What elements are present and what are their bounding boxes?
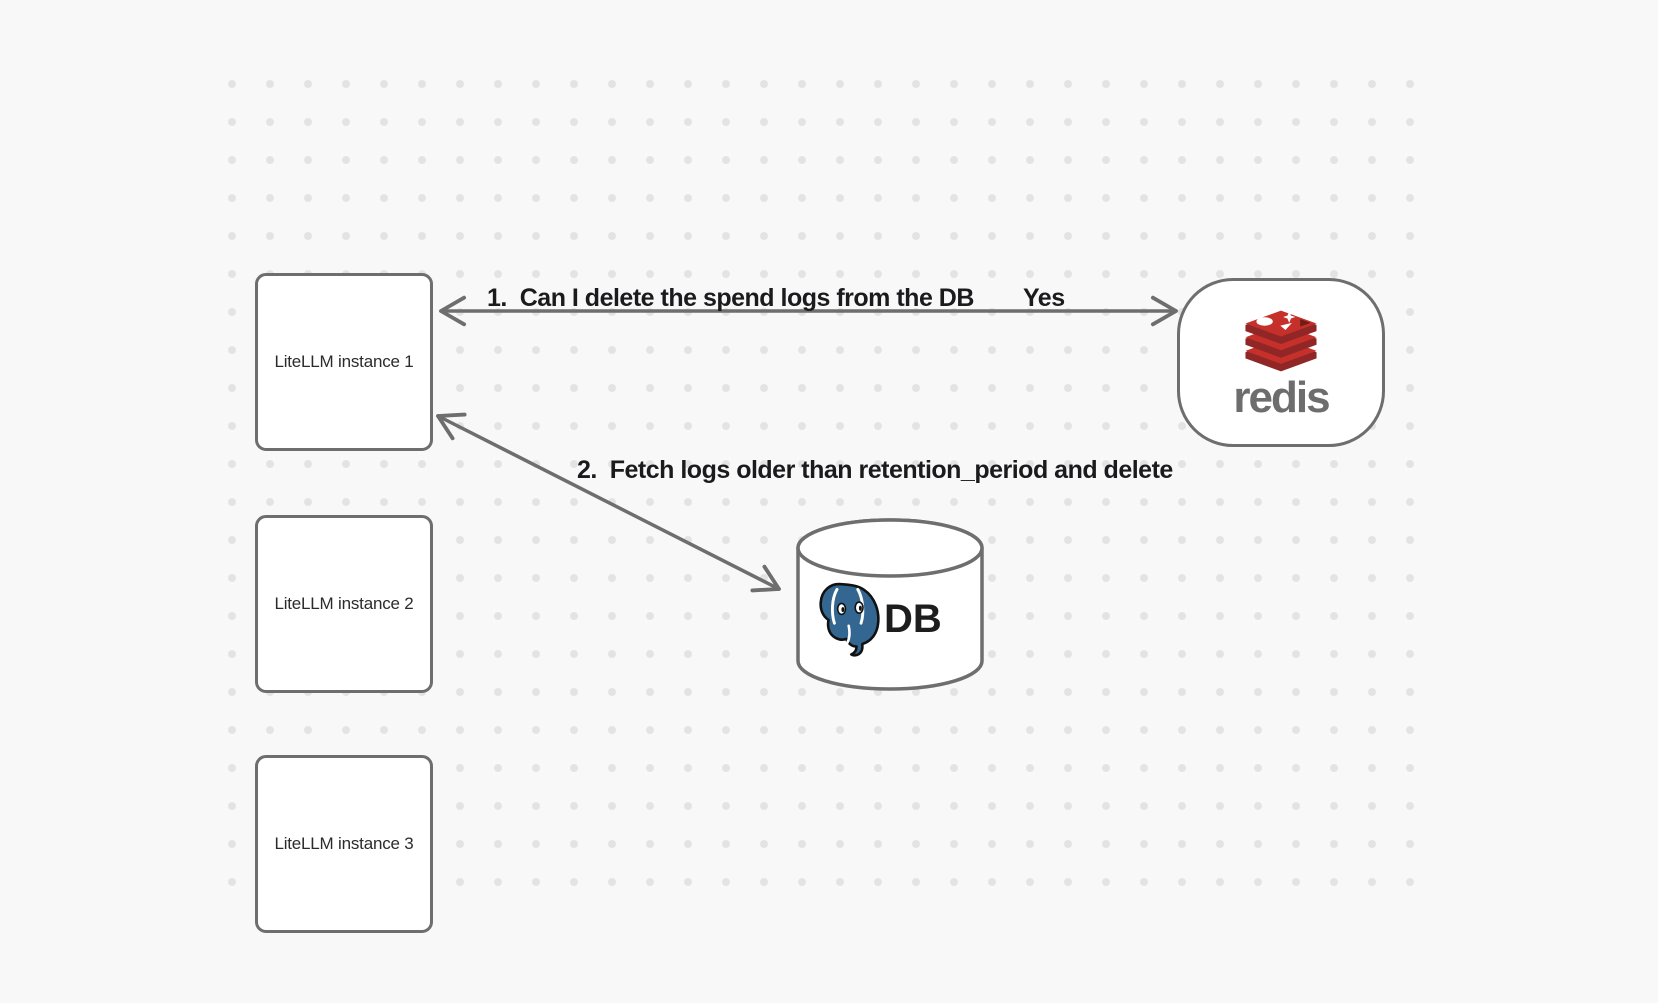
node-redis: redis <box>1177 278 1385 447</box>
arrow-label-1: 1. Can I delete the spend logs from the … <box>487 284 974 312</box>
node-litellm-instance-3-label: LiteLLM instance 3 <box>274 834 414 853</box>
arrow-label-2: 2. Fetch logs older than retention_perio… <box>577 456 1173 484</box>
node-litellm-instance-3: LiteLLM instance 3 <box>255 755 433 933</box>
arrow-answer-yes: Yes <box>1023 284 1065 312</box>
redis-stack-icon <box>1245 310 1317 371</box>
node-litellm-instance-1: LiteLLM instance 1 <box>255 273 433 451</box>
database-label: DB <box>884 597 942 641</box>
node-database-cylinder <box>796 518 984 691</box>
node-litellm-instance-1-label: LiteLLM instance 1 <box>274 352 414 371</box>
redis-wordmark: redis <box>1233 372 1330 422</box>
postgresql-elephant-icon <box>819 582 880 657</box>
node-litellm-instance-2-label: LiteLLM instance 2 <box>274 594 414 613</box>
node-litellm-instance-2: LiteLLM instance 2 <box>255 515 433 693</box>
